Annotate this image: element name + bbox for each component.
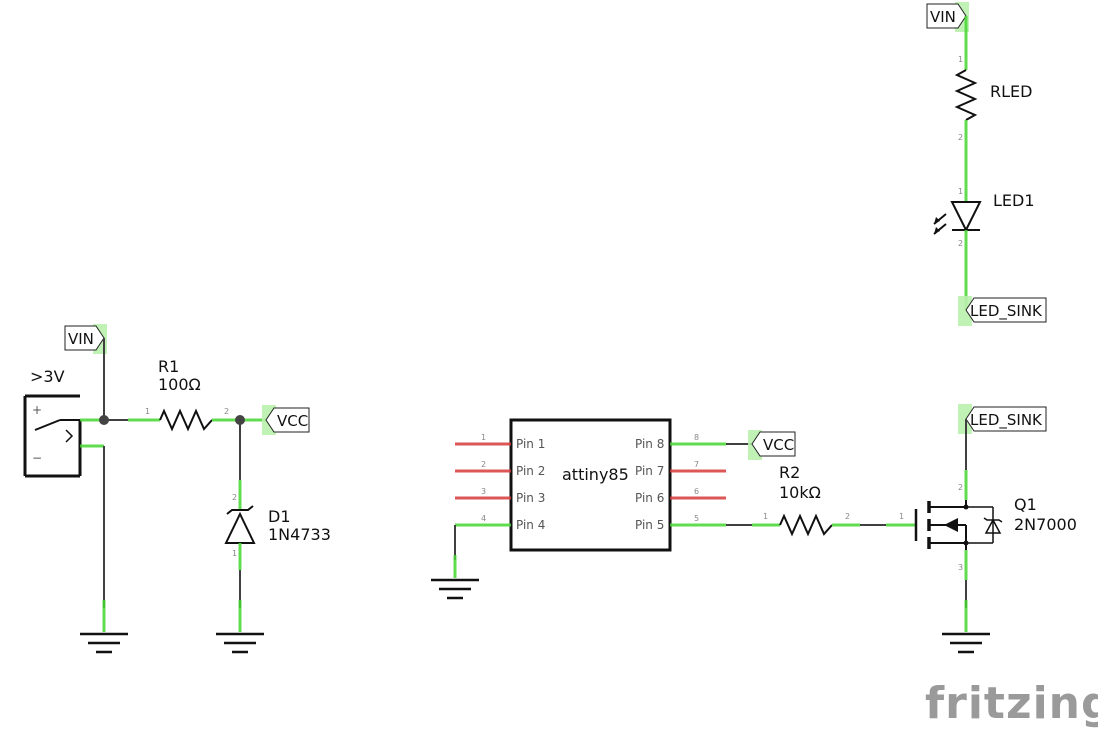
ic-pin4-number: 4 [481, 514, 486, 523]
d1-zener-diode[interactable] [224, 505, 256, 544]
rled-pin1-number: 1 [958, 55, 963, 64]
r1-pin2-number: 2 [224, 407, 229, 416]
net-label-vcc-ic[interactable]: VCC [748, 430, 796, 460]
q1-mosfet[interactable] [914, 500, 1003, 550]
q1-drain-number: 2 [958, 483, 963, 492]
attiny85-ic-body[interactable] [509, 418, 672, 552]
net-label-vcc-ic-text: VCC [763, 436, 794, 454]
r2-pin2-number: 2 [845, 512, 850, 521]
d1-ref: D1 [268, 507, 291, 526]
net-label-vin-top[interactable]: VIN [926, 2, 969, 32]
ic-pin2-number: 2 [481, 460, 486, 469]
power-jack[interactable]: >3V + − [23, 367, 82, 478]
r1-value: 100Ω [158, 375, 201, 394]
net-label-vcc-r1-text: VCC [277, 412, 308, 430]
ground-symbol-d1 [216, 632, 264, 654]
ic-pin3-number: 3 [481, 487, 486, 496]
ic-pin4-label: Pin 4 [516, 518, 545, 532]
led1-ref: LED1 [993, 191, 1035, 210]
q1-value: 2N7000 [1014, 515, 1077, 534]
net-label-vin-top-text: VIN [930, 8, 956, 26]
d1-pin2-number: 2 [232, 493, 237, 502]
power-jack-label: >3V [30, 367, 65, 386]
ground-symbol-ic [431, 578, 479, 600]
r2-pin1-number: 1 [763, 512, 768, 521]
q1-ref: Q1 [1014, 495, 1037, 514]
power-section: VIN >3V + − 1 R1 [23, 324, 331, 654]
net-label-led-sink-right[interactable]: LED_SINK [958, 404, 1047, 434]
q1-section: LED_SINK 2 Q1 2N7000 3 [914, 404, 1077, 654]
net-label-vcc-r1[interactable]: VCC [262, 405, 310, 435]
net-label-vin-left[interactable]: VIN [64, 324, 107, 354]
rled-led-branch: VIN 1 RLED 2 1 LED1 2 LED_SINK [926, 2, 1047, 326]
r1-pin1-number: 1 [145, 407, 150, 416]
ic-pin1-label: Pin 1 [516, 437, 545, 451]
ic-pin7-label: Pin 7 [635, 464, 664, 478]
ic-pin1-number: 1 [481, 433, 486, 442]
led1-diode[interactable] [933, 201, 982, 235]
led1-pin2-number: 2 [958, 239, 963, 248]
r1-resistor[interactable] [159, 408, 213, 432]
r2-ref: R2 [779, 463, 800, 482]
led1-pin1-number: 1 [958, 187, 963, 196]
ic-pin5-number: 5 [694, 514, 699, 523]
ic-pin5-label: Pin 5 [635, 518, 664, 532]
ground-symbol-q1 [942, 632, 990, 654]
attiny85-section: attiny85 1 2 3 4 Pin 1 Pin 2 Pin 3 Pin 4… [431, 418, 915, 600]
d1-pin1-number: 1 [232, 549, 237, 558]
ic-pin6-label: Pin 6 [635, 491, 664, 505]
power-jack-minus: − [32, 451, 42, 465]
attiny85-name: attiny85 [562, 465, 629, 484]
rled-resistor[interactable] [954, 69, 978, 121]
r1-ref: R1 [158, 357, 179, 376]
r2-resistor[interactable] [779, 513, 833, 537]
rled-pin2-number: 2 [958, 133, 963, 142]
ground-symbol-jack [80, 632, 128, 654]
r2-value: 10kΩ [779, 483, 821, 502]
ic-pin8-label: Pin 8 [635, 437, 664, 451]
q1-source-number: 3 [958, 563, 963, 572]
junction-vin [99, 415, 109, 425]
power-jack-plus: + [32, 403, 42, 417]
ic-pin2-label: Pin 2 [516, 464, 545, 478]
net-label-led-sink-top[interactable]: LED_SINK [958, 296, 1047, 326]
d1-value: 1N4733 [268, 525, 331, 544]
ic-pin8-number: 8 [694, 433, 699, 442]
rled-ref: RLED [990, 82, 1032, 101]
net-label-vin-left-text: VIN [68, 330, 94, 348]
fritzing-watermark: fritzing [925, 678, 1098, 729]
q1-gate-number: 1 [899, 512, 904, 521]
net-label-led-sink-top-text: LED_SINK [970, 302, 1043, 321]
net-label-led-sink-right-text: LED_SINK [970, 411, 1043, 430]
ic-pin6-number: 6 [694, 487, 699, 496]
ic-pin7-number: 7 [694, 460, 699, 469]
ic-pin3-label: Pin 3 [516, 491, 545, 505]
